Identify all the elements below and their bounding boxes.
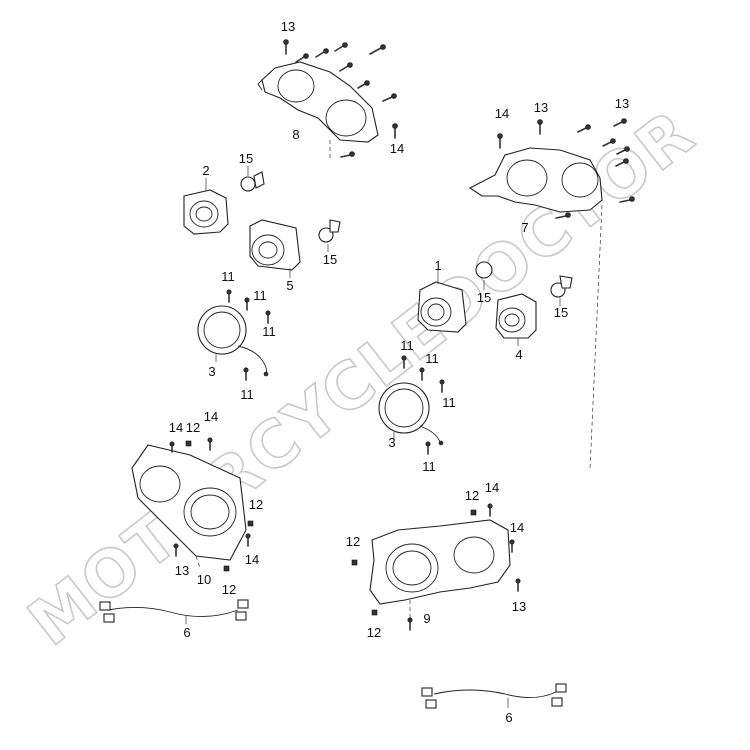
callout-7: 7 — [521, 220, 528, 235]
callout-11-e: 11 — [400, 338, 414, 353]
bolts-8 — [283, 39, 398, 160]
callout-11-h: 11 — [422, 459, 436, 474]
projector-2 — [183, 178, 229, 235]
fasteners-10 — [169, 437, 254, 572]
watermark: MOTORCYCLEDOCTOR — [15, 96, 710, 662]
bolts-11-center — [401, 355, 445, 455]
callout-3-b: 3 — [388, 435, 395, 450]
bulb-cap-15-d — [550, 275, 573, 306]
callout-1: 1 — [434, 258, 441, 273]
callout-14-a: 14 — [390, 141, 404, 156]
callout-6-b: 6 — [505, 710, 512, 725]
callout-5: 5 — [286, 278, 293, 293]
callout-14-g: 14 — [510, 520, 524, 535]
callout-8: 8 — [292, 127, 299, 142]
callout-6-a: 6 — [183, 625, 190, 640]
harness-6-b — [421, 683, 567, 709]
callout-14-b: 14 — [495, 106, 509, 121]
callout-13-a: 13 — [281, 19, 295, 34]
callout-9: 9 — [423, 611, 430, 626]
callout-12-a: 12 — [186, 420, 200, 435]
callout-12-b: 12 — [249, 497, 263, 512]
projector-5 — [249, 219, 301, 278]
callout-3-a: 3 — [208, 364, 215, 379]
bulb-cap-15-c — [475, 261, 493, 290]
projector-4 — [495, 293, 537, 346]
callout-15-c: 15 — [477, 290, 491, 305]
bulb-cap-15-a — [240, 166, 265, 192]
callout-11-a: 11 — [221, 269, 235, 284]
projector-1 — [417, 270, 467, 333]
callout-11-d: 11 — [240, 387, 254, 402]
callout-14-d: 14 — [204, 409, 218, 424]
bracket-7 — [468, 147, 603, 213]
callout-11-f: 11 — [425, 351, 439, 366]
callout-14-c: 14 — [169, 420, 183, 435]
bracket-8 — [257, 61, 379, 143]
callout-15-d: 15 — [554, 305, 568, 320]
callout-13-b: 13 — [534, 100, 548, 115]
housing-10 — [131, 444, 247, 561]
callout-12-c: 12 — [222, 582, 236, 597]
callout-12-e: 12 — [346, 534, 360, 549]
callout-13-e: 13 — [512, 599, 526, 614]
callout-14-e: 14 — [245, 552, 259, 567]
callout-2: 2 — [202, 163, 209, 178]
callout-11-c: 11 — [262, 324, 276, 339]
housing-9 — [369, 519, 511, 605]
callout-11-b: 11 — [253, 288, 267, 303]
callout-12-d: 12 — [465, 488, 479, 503]
harness-6-a — [99, 599, 249, 624]
callout-11-g: 11 — [442, 395, 456, 410]
callout-14-f: 14 — [485, 480, 499, 495]
callout-13-c: 13 — [615, 96, 629, 111]
callout-12-f: 12 — [367, 625, 381, 640]
ring-3-a — [197, 305, 269, 377]
watermark-text: MOTORCYCLEDOCTOR — [16, 96, 709, 660]
callout-15-a: 15 — [239, 151, 253, 166]
callout-13-d: 13 — [175, 563, 189, 578]
bolts-7 — [497, 118, 635, 471]
ring-3-b — [378, 382, 444, 446]
callout-4: 4 — [515, 347, 522, 362]
callout-15-b: 15 — [323, 252, 337, 267]
callout-10: 10 — [197, 572, 211, 587]
fasteners-9 — [351, 503, 521, 631]
bolts-11-left — [226, 289, 271, 381]
bulb-cap-15-b — [318, 219, 341, 252]
